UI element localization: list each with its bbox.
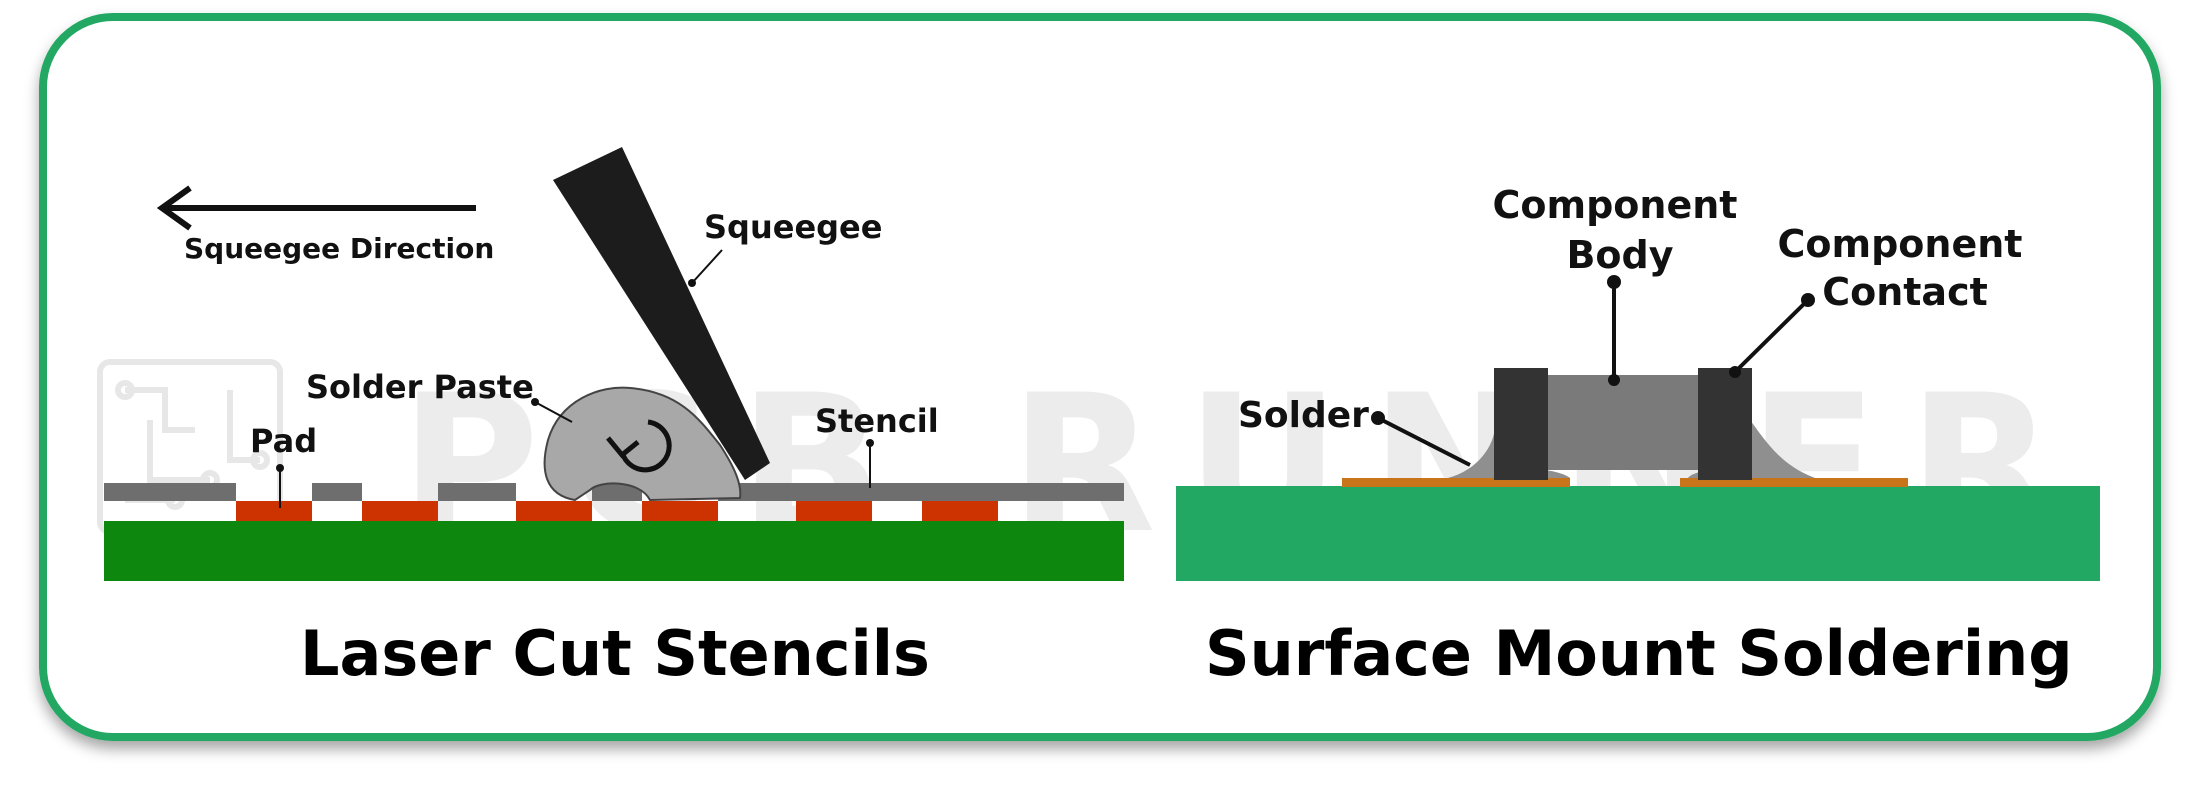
right-board	[1176, 486, 2100, 581]
squeegee-leader	[691, 249, 723, 284]
left-board	[104, 521, 1124, 581]
component-body-label-line1: Component	[1493, 183, 1738, 227]
squeegee-direction-label: Squeegee Direction	[184, 232, 494, 265]
surface-mount-soldering-title: Surface Mount Soldering	[1205, 617, 2073, 690]
contact-strip-right	[1680, 478, 1908, 487]
squeegee-label: Squeegee	[704, 208, 882, 246]
pads	[236, 501, 998, 521]
laser-cut-stencils-title: Laser Cut Stencils	[300, 617, 930, 690]
stencil-label: Stencil	[815, 402, 939, 440]
component-body	[1544, 375, 1699, 470]
rotation-arrow-icon	[606, 419, 672, 473]
direction-arrow-icon	[156, 185, 476, 231]
component-contact-right	[1698, 368, 1752, 480]
pad-label: Pad	[250, 422, 317, 460]
squeegee-blade	[553, 147, 770, 480]
stencil	[104, 483, 1124, 501]
solder-paste-blob	[543, 386, 742, 502]
solder-label: Solder	[1238, 395, 1369, 436]
component-contact-label-line2: Contact	[1822, 270, 1988, 314]
component-contact-label-line1: Component	[1778, 222, 2023, 266]
contact-strip-left	[1342, 478, 1570, 487]
solder-paste-label: Solder Paste	[306, 368, 534, 406]
component-contact-left	[1494, 368, 1548, 480]
component-body-label-line2: Body	[1566, 233, 1673, 277]
